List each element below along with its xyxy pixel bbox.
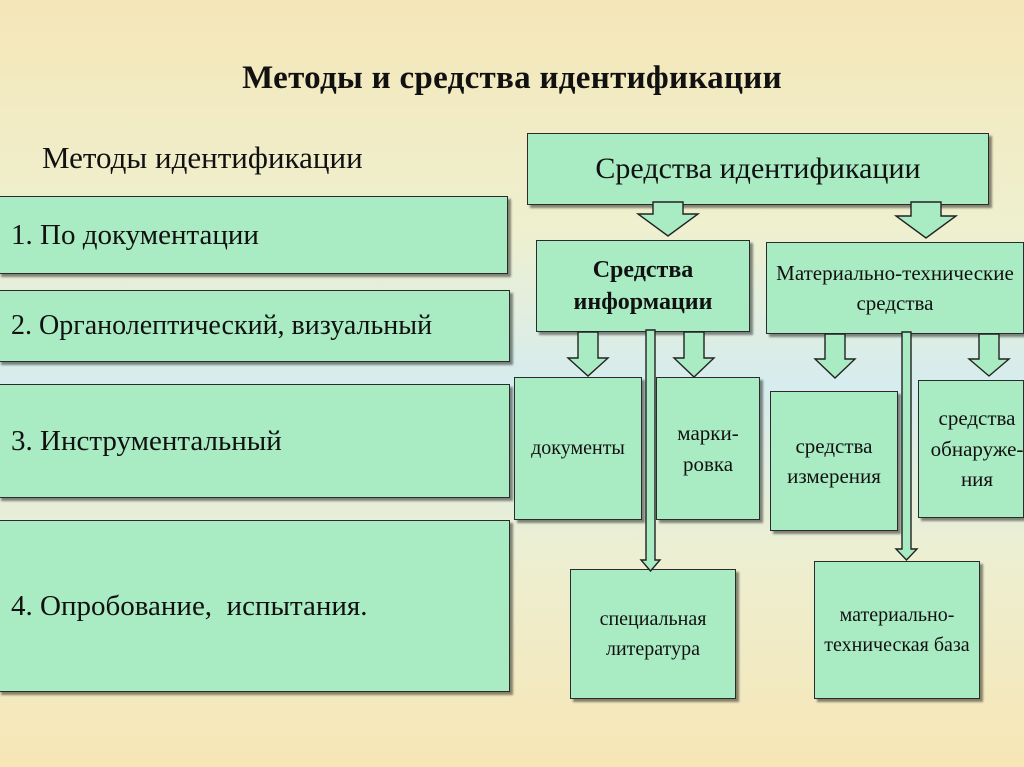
method-label: 2. Органолептический, визуальный [11,310,433,341]
marking-box: марки-ровка [656,377,760,520]
info-means-label: Средства информации [573,256,713,315]
means-root-label: Средства идентификации [595,152,921,185]
special-literature-label: специальная литература [599,608,707,660]
info-means-box: Средства информации [536,240,750,332]
method-box-instrumental: 3. Инструментальный [0,384,510,498]
method-label: 4. Опробование, испытания. [11,589,368,622]
measuring-means-label: средства измерения [787,433,881,488]
method-box-documentation: 1. По документации [0,196,508,274]
method-label: 1. По документации [11,218,259,251]
documents-box: документы [514,377,642,520]
measuring-means-box: средства измерения [770,391,898,531]
methods-heading: Методы идентификации [42,140,363,175]
page-title: Методы и средства идентификации [242,60,782,96]
method-box-testing: 4. Опробование, испытания. [0,520,510,692]
detection-means-box: средства обнаруже-ния [918,380,1024,518]
detection-means-label: средства обнаруже-ния [930,406,1024,492]
material-base-box: материально-техническая база [814,561,980,699]
method-label: 3. Инструментальный [11,424,282,457]
arrow-down-icon [672,331,716,378]
special-literature-box: специальная литература [570,569,736,699]
marking-label: марки-ровка [677,421,739,476]
method-box-organoleptic: 2. Органолептический, визуальный [0,290,510,362]
arrow-down-icon [967,333,1011,377]
material-means-box: Материально-технические средства [766,242,1024,334]
documents-label: документы [531,437,625,459]
means-root-box: Средства идентификации [527,133,989,205]
arrow-down-icon [894,331,919,562]
material-means-label: Материально-технические средства [776,260,1014,315]
arrow-down-icon [635,201,701,237]
material-base-label: материально-техническая база [824,604,970,656]
arrow-down-icon [566,331,610,377]
arrow-down-icon [893,201,959,239]
arrow-down-icon [813,333,857,379]
